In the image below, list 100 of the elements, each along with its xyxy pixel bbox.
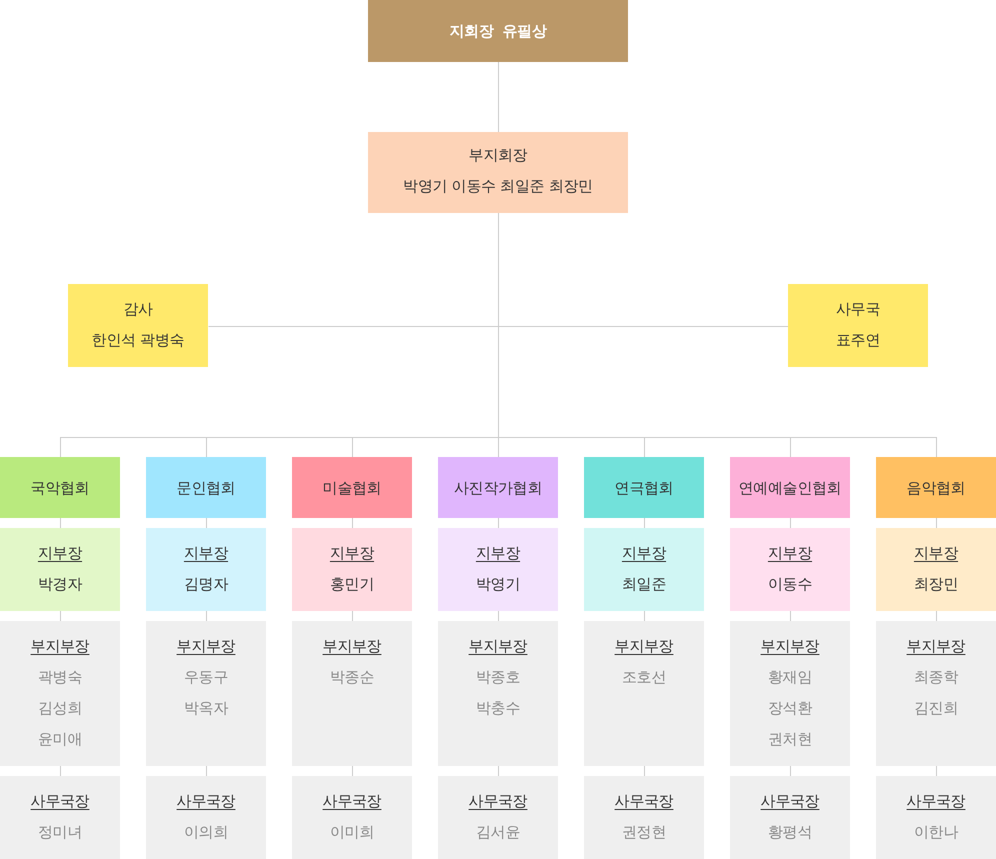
- connector-line: [498, 326, 789, 327]
- connector-line: [498, 766, 499, 776]
- connector-line: [498, 62, 499, 132]
- connector-line: [498, 436, 499, 458]
- member-box: [438, 528, 558, 611]
- role-heading: 지부장: [330, 543, 374, 563]
- role-heading: 지부장: [914, 543, 958, 563]
- connector-line: [206, 766, 207, 776]
- connector-line: [498, 610, 499, 622]
- role-heading: 사무국장: [30, 791, 90, 811]
- person-name: 이미희: [330, 822, 374, 842]
- connector-line: [60, 436, 61, 458]
- role-heading: 사무국장: [176, 791, 236, 811]
- position-box: [788, 284, 928, 367]
- role-heading: 부지부장: [468, 636, 528, 656]
- title-text: 지회장 유필상: [449, 21, 547, 41]
- association-name: 국악협회: [30, 478, 90, 498]
- connector-line: [498, 437, 937, 438]
- association-name: 사진작가협회: [454, 478, 542, 498]
- person-name: 황평석: [768, 822, 812, 842]
- person-names: 표주연: [836, 330, 880, 350]
- role-heading: 사무국장: [322, 791, 382, 811]
- person-name: 박종호: [476, 667, 520, 687]
- association-name: 연예예술인협회: [738, 478, 842, 498]
- role-heading: 지부장: [768, 543, 812, 563]
- connector-line: [206, 436, 207, 458]
- role-heading: 사무국장: [614, 791, 674, 811]
- person-name: 최장민: [914, 574, 958, 594]
- connector-line: [644, 436, 645, 458]
- role-heading: 부지부장: [906, 636, 966, 656]
- association-box: [730, 457, 850, 518]
- member-box: [730, 776, 850, 859]
- person-name: 최종학: [914, 667, 958, 687]
- connector-line: [936, 436, 937, 458]
- member-box: [146, 621, 266, 766]
- connector-line: [790, 518, 791, 528]
- person-name: 정미녀: [38, 822, 82, 842]
- role-heading: 지부장: [476, 543, 520, 563]
- member-box: [876, 621, 996, 766]
- person-name: 권처현: [768, 729, 812, 749]
- role-heading: 사무국장: [760, 791, 820, 811]
- connector-line: [206, 610, 207, 622]
- association-name: 연극협회: [614, 478, 674, 498]
- connector-line: [206, 518, 207, 528]
- connector-line: [60, 437, 499, 438]
- member-box: [876, 528, 996, 611]
- role-heading: 지부장: [184, 543, 228, 563]
- connector-line: [208, 326, 499, 327]
- role-heading: 부지부장: [614, 636, 674, 656]
- association-box: [584, 457, 704, 518]
- role-heading: 부지부장: [760, 636, 820, 656]
- member-box: [438, 621, 558, 766]
- member-box: [292, 776, 412, 859]
- connector-line: [498, 518, 499, 528]
- person-name: 박옥자: [184, 698, 228, 718]
- position-title: 부지회장: [468, 145, 528, 165]
- connector-line: [790, 766, 791, 776]
- person-name: 김성희: [38, 698, 82, 718]
- person-name: 홍민기: [330, 574, 374, 594]
- person-name: 김명자: [184, 574, 228, 594]
- position-box: [68, 284, 208, 367]
- association-name: 미술협회: [322, 478, 382, 498]
- person-name: 이한나: [914, 822, 958, 842]
- member-box: [0, 621, 120, 766]
- connector-line: [352, 436, 353, 458]
- position-title: 감사: [123, 299, 153, 319]
- association-box: [292, 457, 412, 518]
- connector-line: [352, 610, 353, 622]
- connector-line: [60, 610, 61, 622]
- person-name: 우동구: [184, 667, 228, 687]
- association-box: [0, 457, 120, 518]
- role-heading: 부지부장: [322, 636, 382, 656]
- position-title: 사무국: [836, 299, 880, 319]
- connector-line: [60, 766, 61, 776]
- person-name: 박종순: [330, 667, 374, 687]
- person-name: 이의희: [184, 822, 228, 842]
- member-box: [730, 528, 850, 611]
- member-box: [584, 621, 704, 766]
- person-name: 박영기: [476, 574, 520, 594]
- role-heading: 사무국장: [906, 791, 966, 811]
- role-heading: 부지부장: [176, 636, 236, 656]
- role-heading: 지부장: [38, 543, 82, 563]
- connector-line: [644, 518, 645, 528]
- connector-line: [352, 766, 353, 776]
- member-box: [438, 776, 558, 859]
- connector-line: [60, 518, 61, 528]
- person-names: 한인석 곽병숙: [92, 330, 184, 350]
- chairman-box: [368, 0, 628, 62]
- member-box: [0, 528, 120, 611]
- person-names: 박영기 이동수 최일준 최장민: [403, 176, 593, 196]
- association-box: [876, 457, 996, 518]
- association-name: 음악협회: [906, 478, 966, 498]
- connector-line: [936, 766, 937, 776]
- connector-line: [498, 212, 499, 438]
- person-name: 조호선: [622, 667, 666, 687]
- connector-line: [790, 610, 791, 622]
- person-name: 이동수: [768, 574, 812, 594]
- connector-line: [644, 766, 645, 776]
- connector-line: [936, 610, 937, 622]
- role-heading: 부지부장: [30, 636, 90, 656]
